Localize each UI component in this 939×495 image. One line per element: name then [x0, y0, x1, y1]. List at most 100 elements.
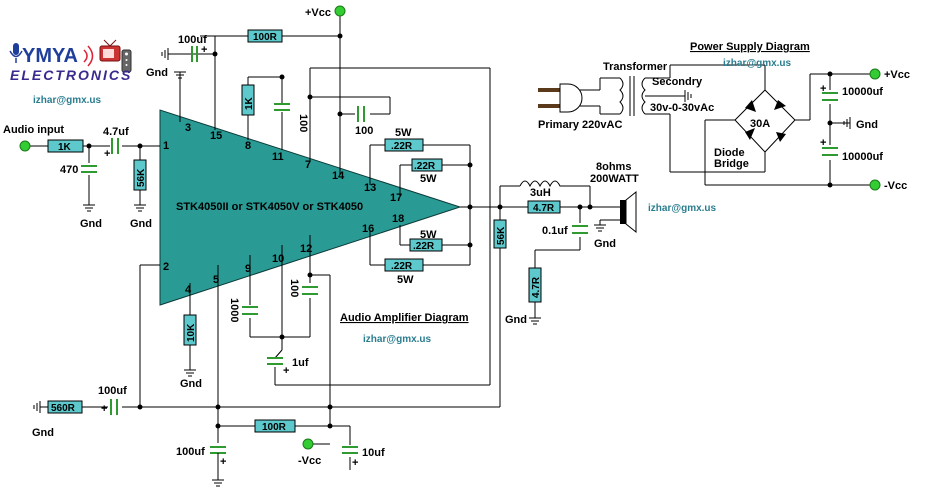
chip-label: STK4050II or STK4050V or STK4050	[176, 201, 363, 213]
label-gnd-top: Gnd	[146, 67, 168, 79]
ground-icon	[843, 117, 851, 129]
resistor-022r-1-label: .22R	[391, 141, 413, 152]
resistors: 100R 1K 56K 1K .22R .22R .22R .22R 4.7R …	[47, 29, 561, 433]
capacitor-100-bottom	[302, 286, 318, 295]
capacitor-0-1uf	[572, 225, 588, 234]
label-gnd-560: Gnd	[32, 427, 54, 439]
resistor-022r-3	[409, 238, 443, 252]
svg-text:+: +	[220, 456, 226, 468]
svg-text:+: +	[283, 365, 289, 377]
pin-10: 10	[272, 253, 284, 265]
resistor-1k-vertical-label: 1K	[244, 96, 255, 110]
label-secondary: Secondry	[652, 76, 703, 88]
power-title: Power Supply Diagram	[690, 41, 810, 53]
resistor-10k-label: 10K	[186, 323, 197, 342]
terminal-audio-input	[19, 140, 31, 152]
resistor-560r-label: 560R	[51, 403, 76, 414]
label-vcc-top: +Vcc	[305, 7, 331, 19]
label-100uf-bottom: 100uf	[176, 446, 205, 458]
label-5w-4: 5W	[397, 274, 414, 286]
label-gnd-47: Gnd	[505, 314, 527, 326]
terminals	[19, 5, 881, 450]
svg-text:+: +	[352, 457, 358, 469]
ground-icon	[594, 220, 606, 232]
label-100uf-top: 100uf	[178, 34, 207, 46]
pin-7: 7	[305, 159, 311, 171]
resistor-47r-vertical	[528, 267, 542, 303]
label-vcc-neg: -Vcc	[298, 455, 321, 467]
terminal-psu-nvcc	[869, 179, 881, 191]
pin-13: 13	[364, 182, 376, 194]
capacitor-10000uf-top	[822, 92, 838, 101]
pin-8: 8	[245, 140, 251, 152]
resistor-022r-4-label: .22R	[391, 261, 413, 272]
ground-icon	[684, 90, 692, 102]
terminal-vcc-top	[334, 5, 346, 17]
resistor-47r-out	[527, 200, 561, 214]
ground-icon	[174, 71, 186, 79]
pin-18: 18	[392, 213, 404, 225]
label-psu-gnd: Gnd	[856, 119, 878, 131]
resistor-022r-2-label: .22R	[414, 161, 436, 172]
logo-brand-bottom: ELECTRONICS	[10, 67, 132, 83]
svg-text:+: +	[104, 148, 110, 160]
label-100-horizontal: 100	[355, 125, 373, 137]
svg-text:+: +	[820, 137, 826, 149]
logo: YMYA ELECTRONICS	[9, 39, 132, 83]
microphone-icon	[9, 43, 23, 63]
pin-15: 15	[210, 130, 222, 142]
label-sec-volt: 30v-0-30vAc	[650, 102, 714, 114]
label-100-vertical: 100	[297, 114, 309, 132]
ground-icon	[83, 204, 95, 212]
capacitor-100uf-top	[191, 46, 198, 62]
transformer-icon	[619, 76, 646, 116]
chip-pin-labels: 3 15 8 11 7 14 13 17 18 16 12 10 9 5 4 2…	[163, 122, 404, 296]
label-gnd-speaker: Gnd	[594, 238, 616, 250]
label-10uf: 10uf	[362, 447, 385, 459]
label-speaker-watt: 200WATT	[590, 173, 639, 185]
resistor-560r	[47, 400, 83, 414]
logo-email: izhar@gmx.us	[33, 95, 102, 106]
label-100-bottom: 100	[288, 279, 300, 297]
mains-plug-icon	[538, 83, 583, 113]
speaker-icon	[620, 190, 637, 234]
label-10000uf-top: 10000uf	[842, 86, 883, 98]
ground-icon	[529, 317, 541, 325]
pin-4: 4	[185, 284, 192, 296]
diode-bridge	[734, 89, 796, 153]
label-5w-2: 5W	[420, 173, 437, 185]
resistor-1k-vertical	[241, 84, 255, 116]
pin-5: 5	[213, 274, 219, 286]
capacitor-1uf	[267, 349, 283, 365]
pin-11: 11	[272, 151, 284, 163]
pin-3: 3	[185, 122, 191, 134]
ground-icon	[134, 204, 146, 212]
label-audio-input: Audio input	[3, 124, 64, 136]
resistor-56k-input	[133, 159, 147, 191]
label-1uf: 1uf	[292, 357, 309, 369]
inductor-icon	[519, 180, 567, 188]
resistor-022r-2	[411, 158, 443, 172]
wires	[25, 16, 875, 480]
label-bridge: Bridge	[714, 158, 749, 170]
remote-icon	[121, 49, 132, 73]
resistor-1k-input-label: 1K	[58, 142, 72, 153]
wireless-icon	[83, 45, 94, 67]
pin-9: 9	[245, 263, 251, 275]
label-psu-vcc: +Vcc	[884, 69, 910, 81]
terminal-vcc-neg	[302, 438, 314, 450]
capacitor-100-horizontal	[357, 106, 365, 122]
label-470: 470	[60, 164, 78, 176]
resistor-47r-vertical-label: 4.7R	[531, 276, 542, 298]
resistor-56k-input-label: 56K	[136, 168, 147, 187]
capacitor-100-vertical	[274, 103, 290, 111]
label-gnd-470: Gnd	[80, 218, 102, 230]
junction-dots	[86, 33, 833, 429]
capacitors	[81, 46, 838, 465]
label-5w-1: 5W	[395, 127, 412, 139]
label-primary: Primary 220vAC	[538, 119, 622, 131]
tv-icon	[99, 39, 121, 62]
label-inductor: 3uH	[530, 187, 551, 199]
ground-icon	[161, 48, 180, 60]
label-10000uf-bottom: 10000uf	[842, 151, 883, 163]
